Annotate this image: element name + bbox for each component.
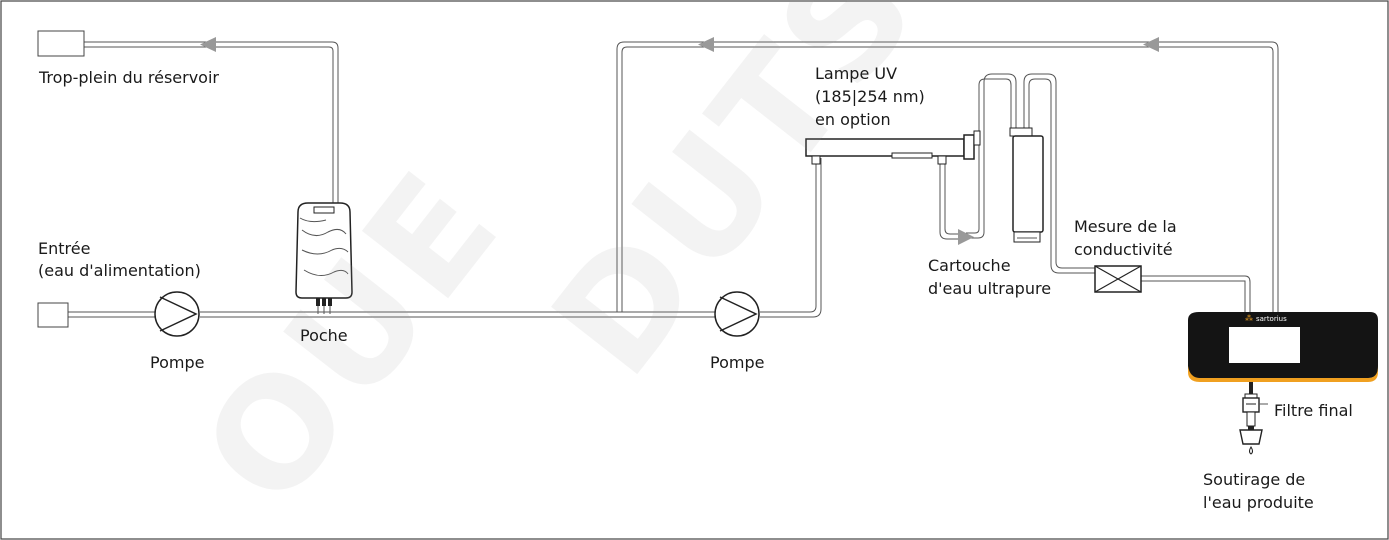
pump-left-icon [154, 291, 200, 337]
label-conductivity-1: Mesure de la [1074, 217, 1177, 236]
pump-mid-icon [714, 291, 760, 337]
label-outlet-2: l'eau produite [1203, 493, 1314, 512]
label-final-filter: Filtre final [1274, 401, 1353, 420]
label-bag: Poche [300, 326, 348, 345]
label-pump-left: Pompe [150, 353, 205, 372]
conductivity-cell-icon [1094, 265, 1142, 293]
svg-text:⁂: ⁂ [1245, 313, 1253, 323]
overflow-tank [37, 30, 85, 57]
label-uv-1: Lampe UV [815, 64, 898, 83]
water-drop-icon [1249, 446, 1253, 455]
final-filter-icon [1239, 382, 1263, 445]
flow-arrow-recirc-2 [1143, 37, 1159, 52]
label-outlet-1: Soutirage de [1203, 470, 1306, 489]
label-uv-3: en option [815, 110, 891, 129]
label-cartridge-1: Cartouche [928, 256, 1011, 275]
sartorius-device: sartorius ⁂ [1188, 312, 1378, 382]
flow-arrow-cartridge [958, 229, 974, 245]
bag-icon [295, 202, 353, 306]
device-brand-logo: sartorius [1256, 315, 1287, 323]
flow-arrow-overflow [200, 37, 216, 52]
label-pump-mid: Pompe [710, 353, 765, 372]
inlet-box [37, 302, 69, 328]
flow-arrows [200, 37, 1159, 245]
label-inlet-2: (eau d'alimentation) [38, 261, 201, 280]
label-cartridge-2: d'eau ultrapure [928, 279, 1052, 298]
cartridge-icon [1009, 127, 1044, 243]
label-overflow: Trop-plein du réservoir [39, 68, 219, 87]
label-uv-2: (185|254 nm) [815, 87, 925, 106]
flow-arrow-recirc-1 [698, 37, 714, 52]
uv-lamp-icon [805, 130, 981, 165]
label-inlet-1: Entrée [38, 239, 91, 258]
device-screen [1229, 327, 1300, 363]
label-conductivity-2: conductivité [1074, 240, 1173, 259]
